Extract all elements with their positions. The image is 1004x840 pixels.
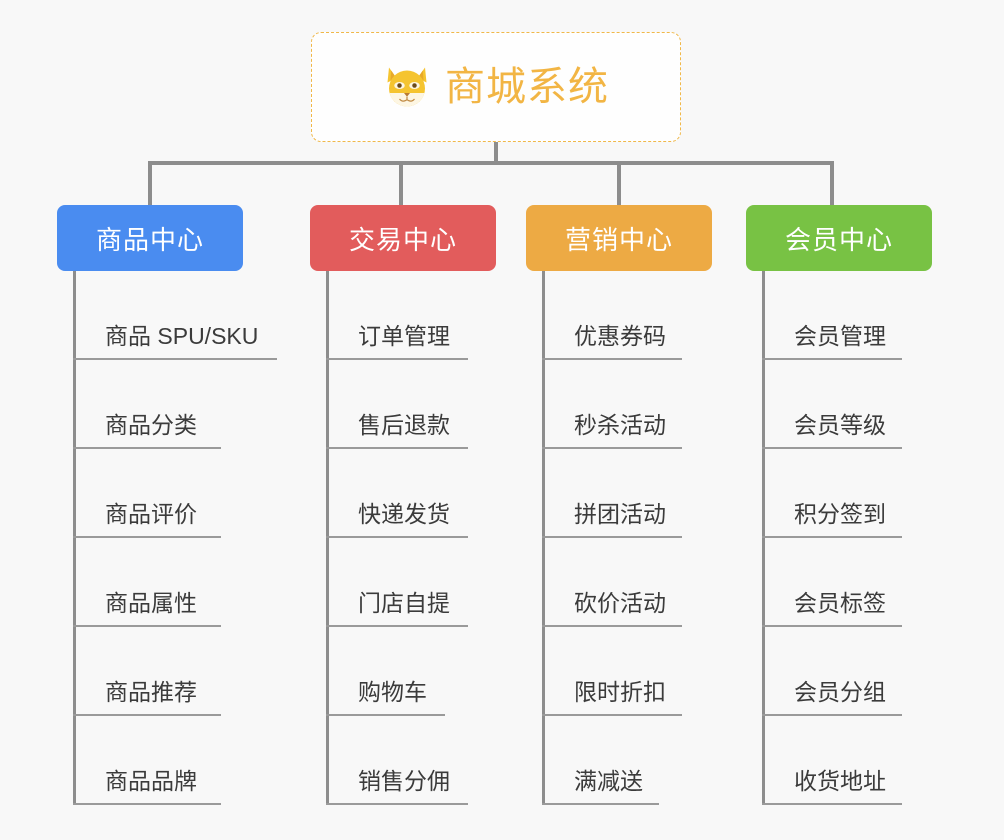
leaf-underline	[326, 803, 468, 805]
branch-column-marketing: 营销中心 优惠券码 秒杀活动 拼团活动 砍价活动 限时折扣	[526, 205, 766, 805]
branch-column-member: 会员中心 会员管理 会员等级 积分签到 会员标签 会员分组	[746, 205, 981, 805]
root-node[interactable]: 商城系统	[311, 32, 681, 142]
leaf-item[interactable]: 限时折扣	[526, 627, 766, 716]
leaf-underline	[326, 447, 468, 449]
branch-body-trade: 订单管理 售后退款 快递发货 门店自提 购物车 销售分佣	[310, 271, 552, 805]
branch-header-product[interactable]: 商品中心	[57, 205, 243, 271]
leaf-label: 商品 SPU/SKU	[105, 323, 259, 349]
root-title: 商城系统	[445, 65, 609, 109]
branch-header-trade[interactable]: 交易中心	[310, 205, 496, 271]
branch-body-member: 会员管理 会员等级 积分签到 会员标签 会员分组 收货地址	[746, 271, 981, 805]
leaf-item[interactable]: 快递发货	[310, 449, 552, 538]
leaf-item[interactable]: 会员标签	[746, 538, 981, 627]
leaf-underline	[762, 803, 902, 805]
branch-column-product: 商品中心 商品 SPU/SKU 商品分类 商品评价 商品属性 商品推荐	[57, 205, 307, 805]
leaf-label: 商品分类	[105, 412, 197, 438]
leaf-item[interactable]: 会员管理	[746, 271, 981, 360]
leaf-label: 会员管理	[794, 323, 886, 349]
leaf-item[interactable]: 会员分组	[746, 627, 981, 716]
leaf-label: 销售分佣	[358, 768, 450, 794]
leaf-label: 会员分组	[794, 679, 886, 705]
leaf-label: 售后退款	[358, 412, 450, 438]
leaf-underline	[73, 536, 221, 538]
branch-spine	[762, 271, 765, 805]
leaf-label: 商品属性	[105, 590, 197, 616]
leaf-item[interactable]: 商品评价	[57, 449, 307, 538]
connector-drop-4	[830, 161, 834, 205]
leaf-underline	[542, 625, 682, 627]
leaf-item[interactable]: 商品属性	[57, 538, 307, 627]
leaf-label: 满减送	[574, 768, 643, 794]
leaf-label: 拼团活动	[574, 501, 666, 527]
leaf-item[interactable]: 秒杀活动	[526, 360, 766, 449]
leaf-label: 快递发货	[358, 501, 450, 527]
leaf-underline	[73, 358, 277, 360]
leaf-label: 收货地址	[794, 768, 886, 794]
leaf-label: 会员等级	[794, 412, 886, 438]
leaf-item[interactable]: 门店自提	[310, 538, 552, 627]
leaf-underline	[542, 358, 682, 360]
branch-body-product: 商品 SPU/SKU 商品分类 商品评价 商品属性 商品推荐 商品品牌	[57, 271, 307, 805]
leaf-label: 秒杀活动	[574, 412, 666, 438]
leaf-underline	[542, 447, 682, 449]
leaf-underline	[762, 625, 902, 627]
leaf-label: 砍价活动	[574, 590, 666, 616]
leaf-underline	[73, 714, 221, 716]
leaf-item[interactable]: 砍价活动	[526, 538, 766, 627]
leaf-item[interactable]: 订单管理	[310, 271, 552, 360]
leaf-item[interactable]: 售后退款	[310, 360, 552, 449]
leaf-item[interactable]: 购物车	[310, 627, 552, 716]
leaf-item[interactable]: 拼团活动	[526, 449, 766, 538]
leaf-item[interactable]: 优惠券码	[526, 271, 766, 360]
leaf-item[interactable]: 满减送	[526, 716, 766, 805]
shiba-dog-face-icon	[387, 67, 427, 108]
leaf-underline	[326, 714, 445, 716]
branch-header-marketing[interactable]: 营销中心	[526, 205, 712, 271]
leaf-underline	[73, 625, 221, 627]
leaf-underline	[326, 358, 468, 360]
branch-spine	[542, 271, 545, 805]
leaf-item[interactable]: 收货地址	[746, 716, 981, 805]
leaf-label: 限时折扣	[574, 679, 666, 705]
leaf-label: 积分签到	[794, 501, 886, 527]
leaf-item[interactable]: 商品推荐	[57, 627, 307, 716]
connector-root-stem	[494, 142, 498, 164]
connector-horizontal-bus	[148, 161, 834, 165]
leaf-item[interactable]: 商品分类	[57, 360, 307, 449]
leaf-label: 优惠券码	[574, 323, 666, 349]
connector-drop-2	[399, 161, 403, 205]
leaf-underline	[73, 447, 221, 449]
leaf-label: 会员标签	[794, 590, 886, 616]
connector-drop-3	[617, 161, 621, 205]
leaf-label: 商品品牌	[105, 768, 197, 794]
leaf-underline	[762, 714, 902, 716]
leaf-underline	[326, 625, 468, 627]
branch-header-member[interactable]: 会员中心	[746, 205, 932, 271]
leaf-underline	[326, 536, 468, 538]
leaf-item[interactable]: 商品 SPU/SKU	[57, 271, 307, 360]
leaf-underline	[73, 803, 221, 805]
leaf-label: 订单管理	[358, 323, 450, 349]
branch-spine	[326, 271, 329, 805]
leaf-item[interactable]: 销售分佣	[310, 716, 552, 805]
leaf-label: 商品评价	[105, 501, 197, 527]
branch-spine	[73, 271, 76, 805]
leaf-underline	[762, 447, 902, 449]
leaf-underline	[542, 536, 682, 538]
branch-column-trade: 交易中心 订单管理 售后退款 快递发货 门店自提 购物车	[310, 205, 552, 805]
connector-drop-1	[148, 161, 152, 205]
leaf-label: 商品推荐	[105, 679, 197, 705]
leaf-label: 门店自提	[358, 590, 450, 616]
leaf-underline	[762, 536, 902, 538]
leaf-underline	[762, 358, 902, 360]
leaf-item[interactable]: 会员等级	[746, 360, 981, 449]
leaf-underline	[542, 714, 682, 716]
leaf-underline	[542, 803, 659, 805]
leaf-item[interactable]: 积分签到	[746, 449, 981, 538]
branch-body-marketing: 优惠券码 秒杀活动 拼团活动 砍价活动 限时折扣 满减送	[526, 271, 766, 805]
leaf-label: 购物车	[358, 679, 427, 705]
leaf-item[interactable]: 商品品牌	[57, 716, 307, 805]
